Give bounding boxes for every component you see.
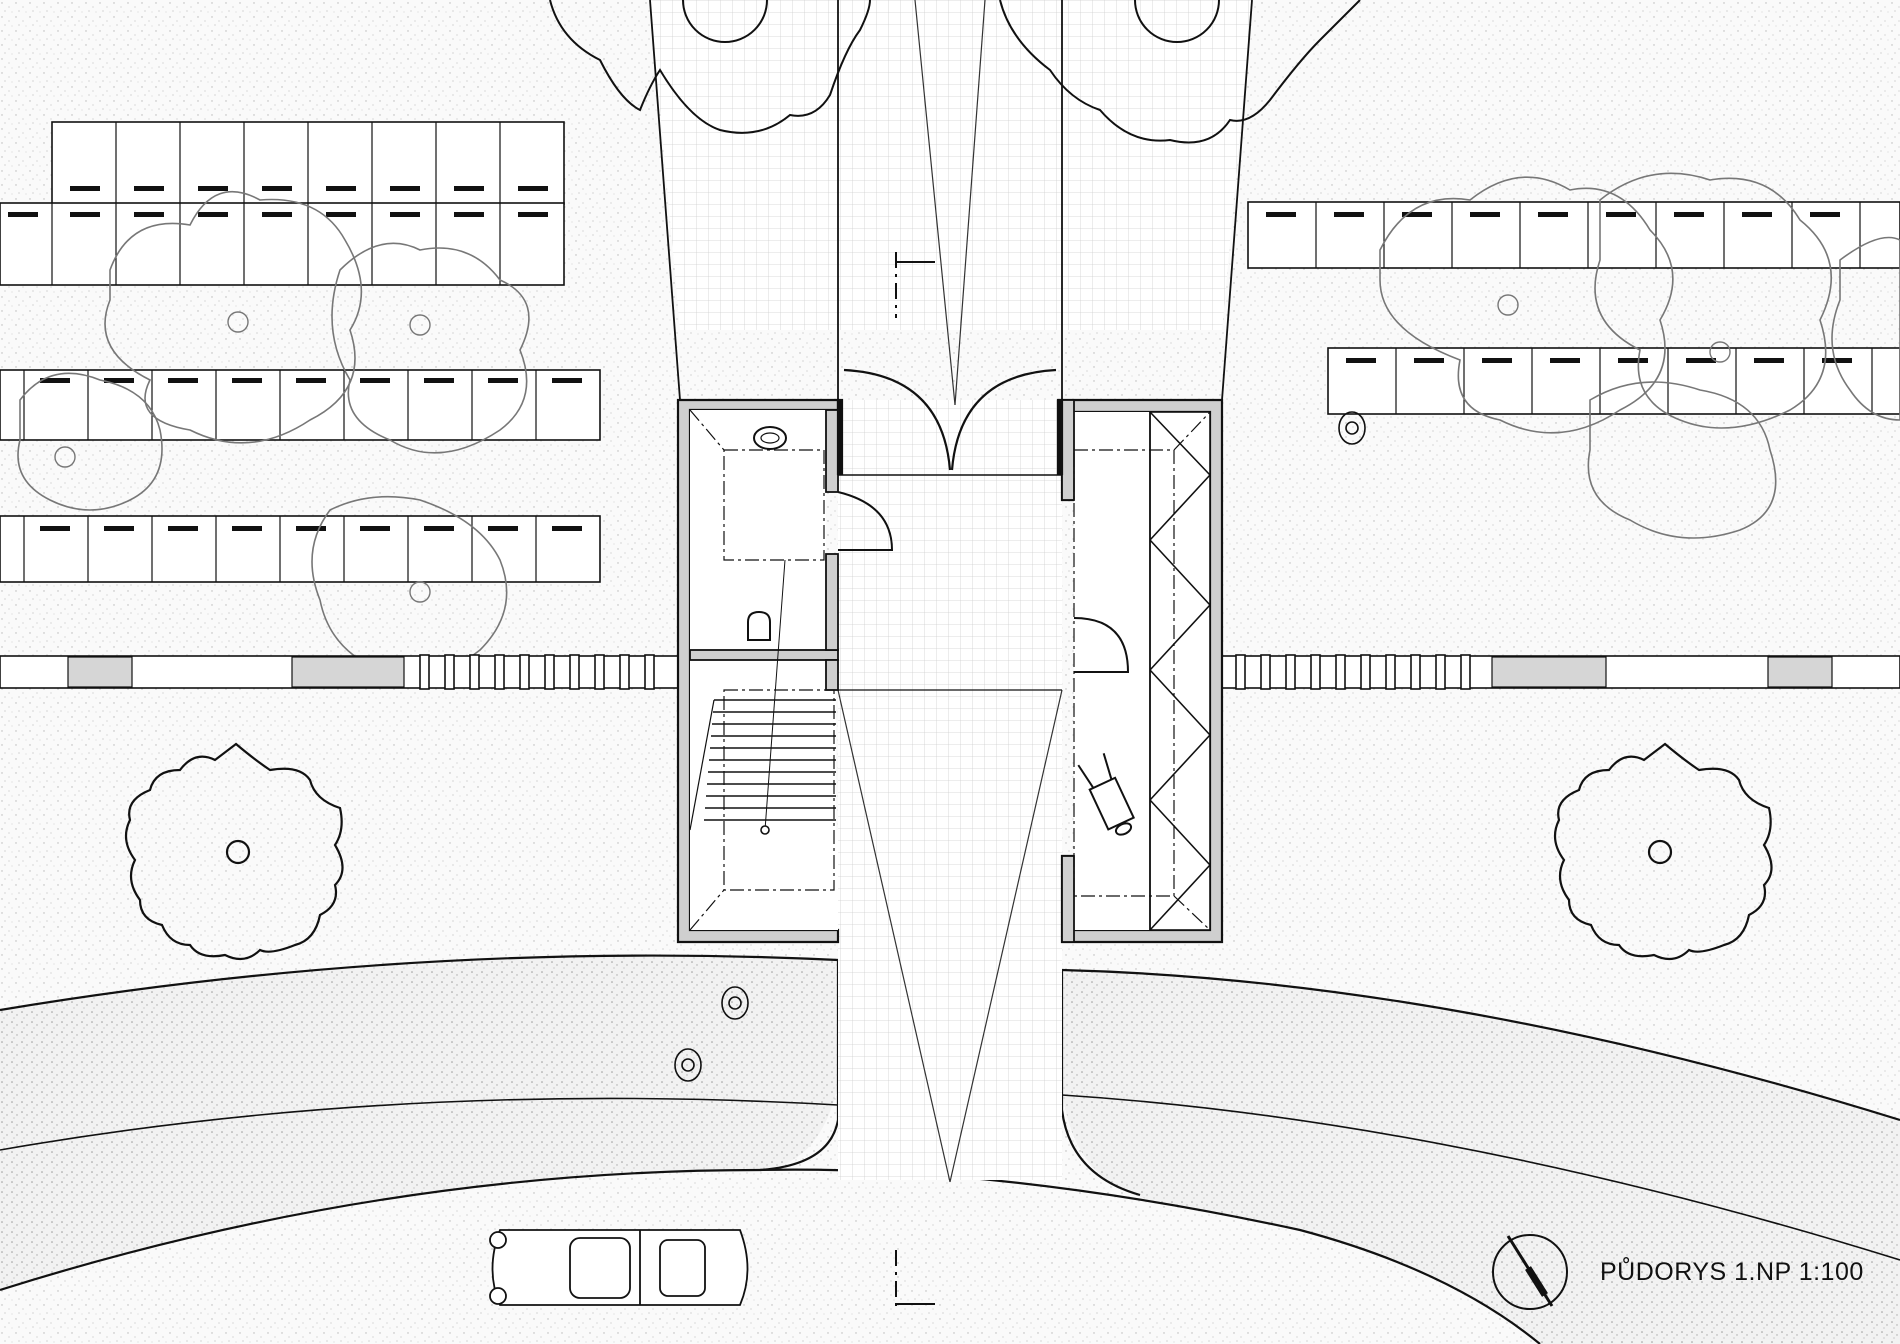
bollards bbox=[419, 654, 1471, 690]
storage-door bbox=[1073, 617, 1130, 673]
north-arrow-icon bbox=[1492, 1234, 1568, 1310]
road-left bbox=[0, 955, 838, 1290]
top-trees bbox=[549, 0, 1361, 144]
plaza-outline bbox=[649, 0, 1253, 401]
person-icon bbox=[674, 411, 1366, 1082]
wc-door bbox=[837, 491, 894, 551]
stair-wall-upper bbox=[825, 659, 839, 691]
tree-canopies bbox=[17, 172, 1900, 678]
road-lower-ground bbox=[0, 1169, 1540, 1344]
washbasin-icon bbox=[753, 426, 787, 450]
entrance-gate bbox=[836, 368, 1064, 691]
toilet-icon bbox=[747, 610, 771, 641]
road-right bbox=[1062, 970, 1900, 1344]
parking-right bbox=[1247, 201, 1900, 415]
car-icon bbox=[489, 1229, 749, 1306]
wheelbarrow-icon bbox=[1077, 753, 1136, 836]
parking-left-marks bbox=[8, 186, 582, 531]
stair-room bbox=[690, 660, 836, 930]
round-trees bbox=[124, 742, 1773, 961]
wc-wall-upper bbox=[825, 409, 839, 493]
wc-wall-lower bbox=[825, 553, 839, 651]
parking-right-dividers bbox=[1315, 202, 1873, 414]
stair-opening bbox=[826, 830, 838, 930]
perspective-lines bbox=[837, 0, 1063, 1183]
curb-strip bbox=[0, 655, 1900, 689]
left-wing-overhead bbox=[689, 409, 835, 931]
storage-shelving bbox=[1149, 411, 1211, 931]
section-markers bbox=[895, 252, 935, 1310]
parking-left-dividers bbox=[23, 122, 537, 582]
tree-trunks-grey bbox=[54, 294, 1731, 603]
entrance-plaza-grid bbox=[650, 0, 1252, 330]
partition-wall bbox=[689, 649, 839, 661]
drawing-title: PŮDORYS 1.NP 1:100 bbox=[1600, 1258, 1864, 1286]
staircase bbox=[689, 559, 836, 835]
parking-right-marks bbox=[1266, 212, 1852, 363]
central-walkway-grid bbox=[838, 400, 1062, 1180]
